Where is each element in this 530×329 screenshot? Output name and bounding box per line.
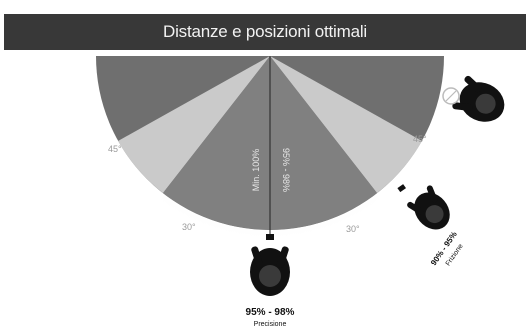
player-top-view-icon: [452, 75, 505, 122]
angle-label-left-lower: 30°: [182, 222, 196, 232]
player-top-view-icon: [250, 246, 290, 296]
tablet-icon: [266, 234, 274, 240]
angle-label-right-lower: 30°: [346, 224, 360, 234]
right-light-zone: [270, 56, 422, 193]
distance-label-right: 95% - 98%: [281, 148, 291, 192]
tablet-icon: [397, 184, 406, 193]
bottom-position-label: Precisione: [254, 321, 287, 328]
angle-label-right-upper: 45°: [413, 134, 427, 144]
left-light-zone: [118, 56, 270, 193]
title-bar: Distanze e posizioni ottimali: [4, 14, 526, 50]
page-title: Distanze e posizioni ottimali: [163, 22, 367, 41]
distance-label-left: Min. 100%: [251, 149, 261, 192]
bottom-position-percent: 95% - 98%: [246, 307, 295, 318]
player-top-view-icon: [407, 185, 450, 230]
angle-label-left-upper: 45°: [108, 144, 122, 154]
tablet-icon: [442, 87, 460, 105]
